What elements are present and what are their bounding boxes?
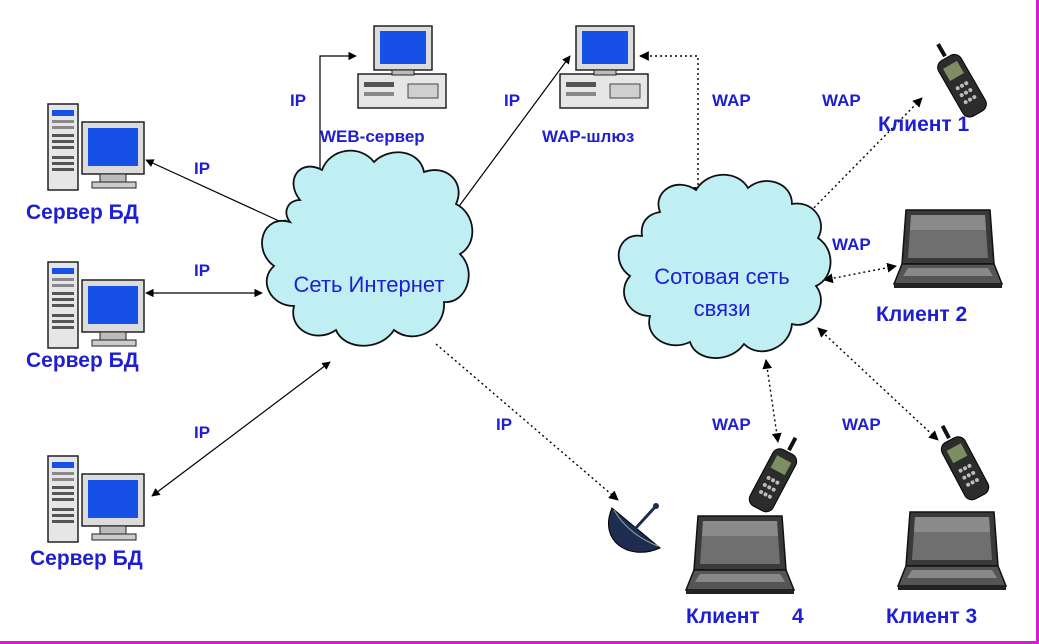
db-server-1-icon [47,103,145,191]
client-4-number: 4 [792,605,804,628]
cellular-cloud-label-line2: связи [693,296,751,321]
web-server-icon [357,25,447,109]
client-2-label: Клиент 2 [876,303,968,326]
wap-client4-label: WAP [712,415,751,434]
ip-db3-label: IP [194,423,211,442]
ip-db1-label: IP [194,159,211,178]
wap-client3-label: WAP [842,415,881,434]
internet-cloud [261,149,474,347]
wap-gateway-label: WAP-шлюз [542,127,635,146]
client-4-phone-icon [745,431,808,516]
link-wapgw-internet [439,55,571,233]
client-3-laptop-icon [897,511,1007,591]
internet-cloud-label: Сеть Интернет [293,272,445,297]
wap-client2-label: WAP [832,235,871,254]
wap-gateway-icon [559,25,649,109]
frame-right [1036,0,1039,644]
link-cellular-client2 [823,262,897,284]
client-4-laptop-icon [685,515,795,595]
ip-web-label: IP [290,91,307,110]
ip-client4-label: IP [496,415,513,434]
satellite-dish-icon [607,503,661,553]
wap-gw-cell-label: WAP [712,91,751,110]
client-1-label: Клиент 1 [878,113,970,136]
client-3-phone-icon [930,419,993,504]
client-4-label: Клиент [686,605,760,628]
link-web-internet [315,51,357,201]
link-cellular-client1 [799,97,923,223]
link-wapgw-cellular [639,51,703,197]
db-server-2-label: Сервер БД [26,349,139,372]
client-3-label: Клиент 3 [886,605,978,628]
web-server-label: WEB-сервер [320,127,425,146]
link-cellular-client3 [817,327,939,441]
db-server-2-icon [47,261,145,349]
cellular-cloud [617,173,832,359]
db-server-3-icon [47,455,145,543]
cellular-cloud-label-line1: Сотовая сеть [654,264,790,289]
ip-wapgw-label: IP [504,91,521,110]
link-db1-internet [145,159,291,227]
db-server-3-label: Сервер БД [30,547,143,570]
link-cellular-client4 [762,359,782,443]
link-db3-internet [151,361,331,497]
wap-client1-label: WAP [822,91,861,110]
ip-db2-label: IP [194,261,211,280]
frame-bottom [0,641,1039,644]
client-2-laptop-icon [893,209,1003,289]
client-1-phone-icon [926,37,990,121]
link-internet-client4 [435,343,619,501]
db-server-1-label: Сервер БД [26,201,139,224]
